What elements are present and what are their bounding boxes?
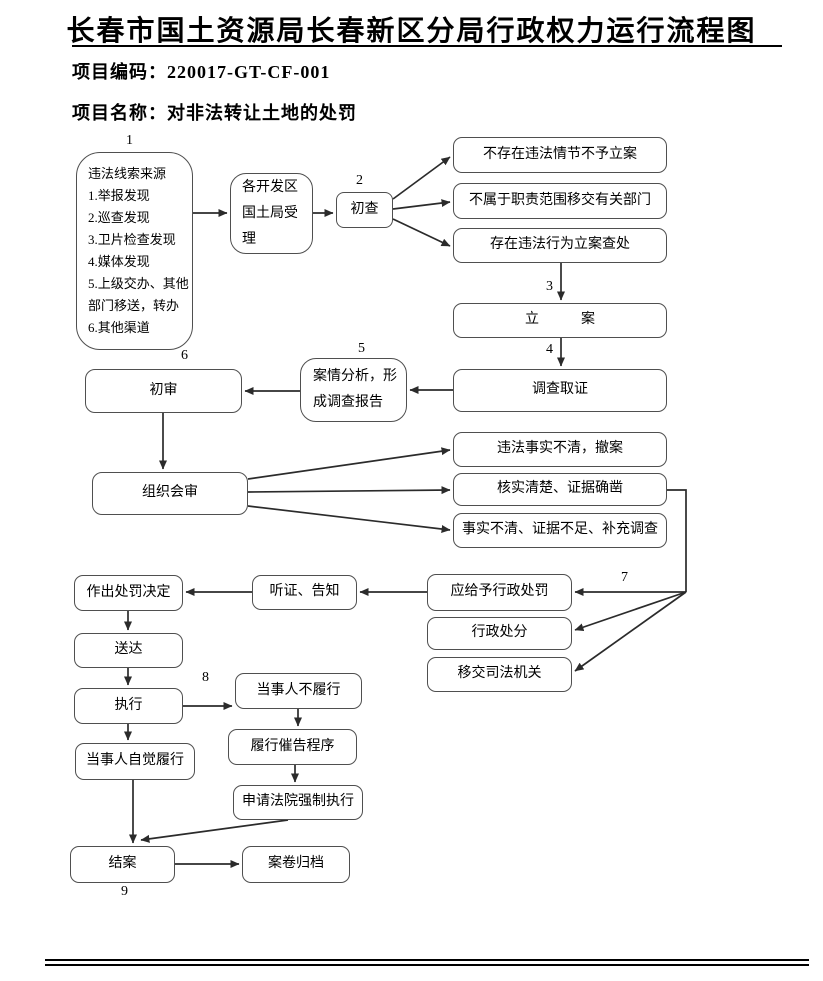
source-line: 部门移送，转办 xyxy=(88,298,180,313)
flow-node-party-not-perform: 当事人不履行 xyxy=(235,673,362,709)
step-label-5: 5 xyxy=(358,341,365,356)
source-line: 6.其他渠道 xyxy=(88,320,150,335)
flow-node-judicial-transfer: 移交司法机关 xyxy=(427,657,572,692)
source-line: 3.卫片检查发现 xyxy=(88,232,176,247)
flow-node-case-analysis: 案情分析，形成调查报告 xyxy=(300,358,407,422)
flow-node-joint-review: 组织会审 xyxy=(92,472,248,515)
flow-node-penalty-decision: 作出处罚决定 xyxy=(74,575,183,611)
bottom-double-line xyxy=(45,959,809,966)
flow-node-self-perform: 当事人自觉履行 xyxy=(75,743,195,780)
source-line: 4.媒体发现 xyxy=(88,254,150,269)
flow-node-deliver: 送达 xyxy=(74,633,183,668)
step-label-9: 9 xyxy=(121,884,128,899)
flow-node-withdraw-case: 违法事实不清，撤案 xyxy=(453,432,667,467)
step-label-8: 8 xyxy=(202,670,209,685)
step-label-1: 1 xyxy=(126,133,133,148)
source-line: 5.上级交办、其他 xyxy=(88,276,189,291)
flow-node-close-case: 结案 xyxy=(70,846,175,883)
flow-node-supplement-investigation: 事实不清、证据不足、补充调查 xyxy=(453,513,667,548)
flow-node-file-case: 存在违法行为立案查处 xyxy=(453,228,667,263)
flow-node-court-enforce: 申请法院强制执行 xyxy=(233,785,363,820)
step-label-6: 6 xyxy=(181,348,188,363)
flow-node-give-penalty: 应给予行政处罚 xyxy=(427,574,572,611)
project-code-value: 220017-GT-CF-001 xyxy=(167,62,331,82)
flow-node-accept: 各开发区国土局受理 xyxy=(230,173,313,254)
flow-node-discipline: 行政处分 xyxy=(427,617,572,650)
flow-node-execute: 执行 xyxy=(74,688,183,724)
step-label-2: 2 xyxy=(356,173,363,188)
source-line: 2.巡查发现 xyxy=(88,210,150,225)
flow-node-investigate: 调查取证 xyxy=(453,369,667,412)
step-label-3: 3 xyxy=(546,279,553,294)
project-code-row: 项目编码：220017-GT-CF-001 xyxy=(72,58,330,84)
page-title: 长春市国土资源局长春新区分局行政权力运行流程图 xyxy=(66,16,757,47)
source-line: 1.举报发现 xyxy=(88,188,150,203)
flow-node-hearing-notify: 听证、告知 xyxy=(252,575,357,610)
flow-node-first-review: 初审 xyxy=(85,369,242,413)
flow-node-initial-check: 初查 xyxy=(336,192,393,228)
flow-node-archive: 案卷归档 xyxy=(242,846,350,883)
flow-node-urge-procedure: 履行催告程序 xyxy=(228,729,357,765)
project-code-label: 项目编码： xyxy=(72,62,167,82)
project-name-value: 对非法转让土地的处罚 xyxy=(167,103,357,123)
project-name-label: 项目名称： xyxy=(72,103,167,123)
step-label-4: 4 xyxy=(546,342,553,357)
flow-node-no-case: 不存在违法情节不予立案 xyxy=(453,137,667,173)
flow-node-li-an: 立 案 xyxy=(453,303,667,338)
step-label-7: 7 xyxy=(621,570,628,585)
source-line: 违法线索来源 xyxy=(88,166,167,181)
title-underline xyxy=(72,45,782,47)
flow-node-transfer-dept: 不属于职责范围移交有关部门 xyxy=(453,183,667,219)
project-name-row: 项目名称：对非法转让土地的处罚 xyxy=(72,99,357,125)
flow-node-verified-evidence: 核实清楚、证据确凿 xyxy=(453,473,667,506)
flow-node-violation-sources: 违法线索来源 1.举报发现 2.巡查发现 3.卫片检查发现 4.媒体发现 5.上… xyxy=(76,152,193,350)
